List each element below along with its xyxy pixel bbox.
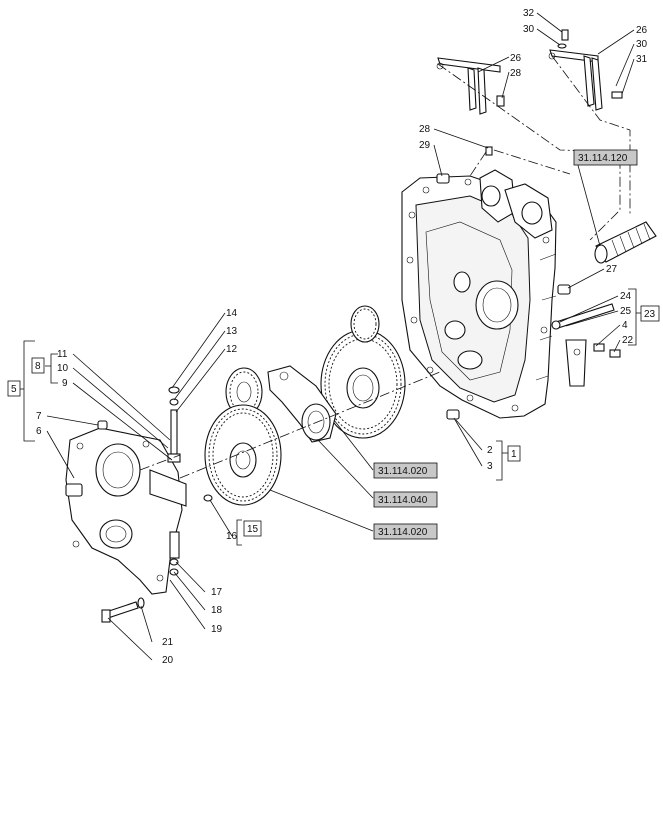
label-21: 21: [162, 637, 174, 648]
label-4: 4: [622, 320, 628, 331]
label-20: 20: [162, 655, 174, 666]
label-24: 24: [620, 291, 632, 302]
boxed-group-labels: 5 8 15 1 23: [7, 305, 660, 537]
label-14: 14: [226, 308, 238, 319]
ref-31-114-020-lower: 31.114.020: [378, 527, 428, 538]
label-9: 9: [62, 378, 68, 389]
label-2: 2: [487, 445, 493, 456]
gear-large-left: [204, 404, 282, 506]
spring-parts: [169, 494, 213, 576]
lever-assembly: [551, 303, 621, 387]
assembly-lines: [139, 55, 631, 479]
label-3: 3: [487, 461, 493, 472]
bracket-left: [436, 57, 501, 115]
label-16: 16: [226, 531, 238, 542]
small-screws: [485, 29, 623, 156]
label-26-left: 26: [510, 53, 522, 64]
label-26-right: 26: [636, 25, 648, 36]
gear-small-top: [350, 305, 380, 343]
valve-stack: [167, 386, 181, 463]
ref-31-114-040: 31.114.040: [378, 495, 428, 506]
group-label-8: 8: [35, 361, 41, 372]
label-28-lower: 28: [419, 124, 431, 135]
group-label-23: 23: [644, 309, 656, 320]
label-7: 7: [36, 411, 42, 422]
ref-31-114-120: 31.114.120: [578, 153, 628, 164]
ref-31-114-020-upper: 31.114.020: [378, 466, 428, 477]
label-30-right: 30: [636, 39, 648, 50]
label-25: 25: [620, 306, 632, 317]
label-29: 29: [419, 140, 431, 151]
group-label-15: 15: [247, 524, 259, 535]
label-6: 6: [36, 426, 42, 437]
planet-carrier: [267, 365, 337, 443]
label-10: 10: [57, 363, 69, 374]
leader-lines: [18, 12, 641, 661]
front-cover: [65, 420, 187, 595]
label-32: 32: [523, 8, 535, 19]
label-22: 22: [622, 335, 634, 346]
part-number-labels: 32 30 26 30 31 26 28 28 29 27 24 25 4 22…: [36, 8, 648, 666]
label-31: 31: [636, 54, 648, 65]
group-label-1: 1: [511, 449, 517, 460]
label-11: 11: [57, 349, 68, 360]
splined-shaft: [594, 221, 657, 264]
gearbox-housing: [401, 169, 571, 420]
group-label-5: 5: [11, 384, 17, 395]
label-30-top: 30: [523, 24, 535, 35]
label-28-upper: 28: [510, 68, 522, 79]
label-19: 19: [211, 624, 223, 635]
label-13: 13: [226, 326, 238, 337]
label-12: 12: [226, 344, 238, 355]
label-17: 17: [211, 587, 223, 598]
label-18: 18: [211, 605, 223, 616]
bracket-right: [548, 49, 603, 111]
bolt-20: [101, 597, 145, 623]
gear-large-right: [320, 329, 406, 439]
label-27: 27: [606, 264, 618, 275]
reference-boxes: 31.114.120 31.114.020 31.114.040 31.114.…: [373, 149, 638, 540]
